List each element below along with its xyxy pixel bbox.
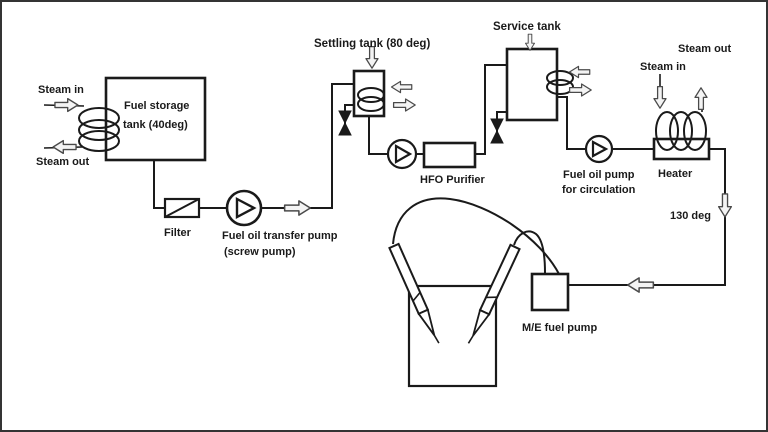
injector-supply-curve-right: [513, 230, 546, 274]
fuel-injector-left-icon: [388, 242, 440, 344]
pipe-purifier-to-service-tank: [475, 64, 507, 155]
label-steam-in-left: Steam in: [38, 84, 84, 96]
fuel-storage-tank-group: [43, 76, 207, 162]
flow-arrow-130deg: [717, 193, 733, 218]
pipe-service-to-circulation-pump: [557, 96, 586, 150]
injector-supply-arc-left: [392, 197, 560, 275]
pipe-transfer-pump-to-settling-tank: [261, 83, 354, 209]
label-steam-out-left: Steam out: [36, 156, 90, 168]
fuel-storage-tank: [104, 76, 207, 162]
service-tank-group: [490, 33, 592, 144]
settling-steam-in-arrow-icon: [390, 80, 413, 94]
label-me-fuel-pump: M/E fuel pump: [522, 322, 597, 334]
flow-arrow-transfer: [283, 200, 312, 216]
label-storage-tank-2: tank (40deg): [123, 119, 188, 131]
fuel-oil-transfer-pump-symbol: [225, 189, 263, 227]
label-circulation-pump-2: for circulation: [562, 184, 636, 196]
fuel-injector-right-icon: [467, 243, 521, 344]
pipe-storage-to-filter: [153, 160, 165, 209]
service-tank: [505, 47, 559, 122]
label-settling-tank: Settling tank (80 deg): [314, 38, 430, 50]
flow-arrow-return: [626, 277, 655, 293]
settling-drain-valve-icon: [338, 110, 352, 136]
label-hfo-purifier: HFO Purifier: [420, 174, 486, 186]
hfo-purifier: [422, 141, 477, 169]
label-circulation-pump-1: Fuel oil pump: [563, 169, 635, 181]
service-drain-valve-icon: [490, 118, 504, 144]
heater-group: [652, 74, 711, 161]
label-steam-in-right: Steam in: [640, 61, 686, 73]
label-transfer-pump-2: (screw pump): [224, 246, 296, 258]
label-storage-tank-1: Fuel storage: [124, 100, 189, 112]
label-heater: Heater: [658, 168, 693, 180]
label-steam-out-right: Steam out: [678, 43, 732, 55]
filter-diagonal: [164, 198, 200, 218]
label-transfer-pump-1: Fuel oil transfer pump: [222, 230, 338, 242]
settling-tank-heating-coil-icon: [357, 87, 385, 112]
steam-out-arrow-icon: [52, 139, 77, 155]
label-service-tank: Service tank: [493, 21, 561, 33]
label-filter: Filter: [164, 227, 192, 239]
storage-tank-heating-coil-icon: [78, 107, 120, 152]
purifier-pump-symbol: [386, 138, 418, 170]
heater-coil-icon: [655, 111, 707, 151]
pipe-settling-to-purifier-pump: [368, 116, 388, 155]
me-fuel-pump-box: [530, 272, 570, 312]
label-temperature: 130 deg: [670, 210, 711, 222]
steam-in-arrow-icon: [54, 97, 79, 113]
settling-tank-group: [338, 45, 416, 136]
heater-steam-in-arrow-icon: [653, 85, 667, 109]
heater-steam-out-arrow-icon: [694, 87, 708, 111]
filter-group: [163, 197, 201, 219]
circulation-pump-symbol: [584, 134, 614, 164]
settling-steam-out-arrow-icon: [392, 98, 416, 112]
